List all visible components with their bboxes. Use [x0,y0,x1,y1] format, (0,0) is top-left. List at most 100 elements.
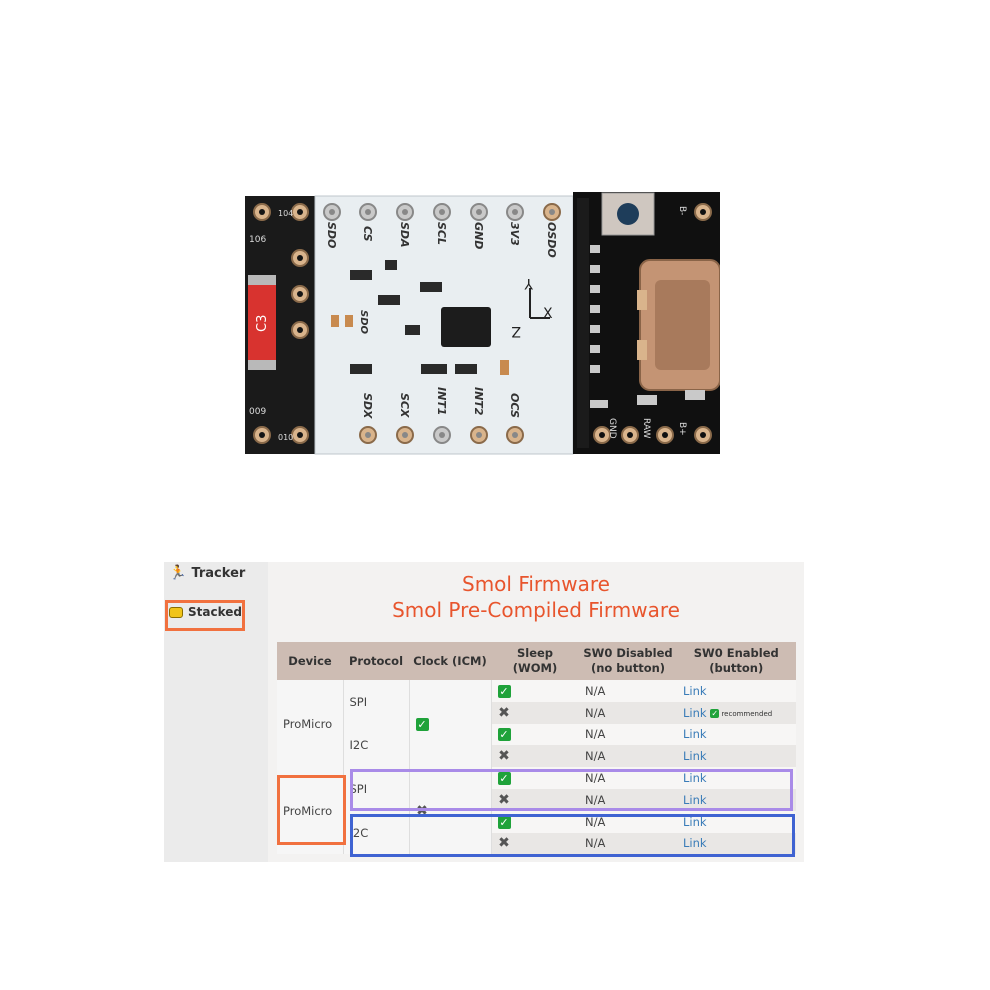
header-sw0-disabled: SW0 Disabled(no button) [579,642,677,680]
highlight-promicro-device [277,775,346,845]
right-label-bminus: B- [677,206,687,215]
axis-y-label: Y [524,275,534,291]
page-subtitle: Smol Pre-Compiled Firmware [392,598,680,622]
table-row: ✖ N/A Link ✓ recommended [277,701,796,724]
firmware-link[interactable]: Link [683,792,707,807]
check-icon: ✓ [497,772,511,786]
sw0-enabled-cell: Link [677,723,796,746]
sw0-disabled-cell: N/A [579,745,677,768]
sw0-disabled-cell: N/A [579,701,677,724]
pin-label-gnd: GND [472,222,485,249]
pin-label-sdx: SDX [361,393,374,419]
sw0-enabled-cell: Link [677,788,796,811]
sw0-disabled-cell: N/A [579,723,677,746]
header-sleep: Sleep (WOM) [491,642,579,680]
firmware-table: Device Protocol Clock (ICM) Sleep (WOM) … [277,642,796,855]
left-label-104: 104 [278,209,293,218]
protocol-cell: SPI [343,680,410,724]
clock-cell: ✓ [409,680,492,768]
firmware-link[interactable]: Link [683,705,707,720]
right-label-bplus: B+ [677,422,687,436]
sidebar-item-label: Tracker [191,565,246,581]
sw0-enabled-cell: Link [677,767,796,789]
cross-icon: ✖ [498,748,510,765]
table-row: ✖ N/A Link [277,832,796,855]
recommended-label: recommended [721,709,773,718]
highlight-stacked [165,600,245,631]
firmware-link[interactable]: Link [683,683,707,698]
sw0-disabled-cell: N/A [579,680,677,702]
table-row: ProMicro SPI ✓ ✓ N/A Link [277,680,796,768]
pin-label-int1: INT1 [435,387,448,415]
cross-icon: ✖ [498,791,510,808]
stacked-icon [169,606,183,618]
imu-chip [441,307,491,347]
wom-cell: ✓ [491,767,579,789]
sw0-disabled-cell: N/A [579,767,677,789]
wom-cell: ✖ [491,745,579,768]
header-clock: Clock (ICM) [409,642,491,680]
sw0-disabled-cell: N/A [579,788,677,811]
table-header-row: Device Protocol Clock (ICM) Sleep (WOM) … [277,642,796,680]
pin-label-cs: CS [361,226,374,242]
header-sw0-disabled-line1: SW0 Disabled [583,646,673,660]
pin-label-int2: INT2 [472,387,485,416]
sidebar-item-stacked[interactable]: Stacked [169,605,242,619]
axis-z-label: Z [511,323,521,339]
device-cell: ProMicro [277,767,344,855]
table-row: I2C ✓ N/A Link [277,810,796,855]
table-row: ✖ N/A Link [277,745,796,768]
wom-cell: ✖ [491,701,579,724]
pin-label-scx: SCX [398,393,411,418]
check-icon: ✓ [497,684,511,698]
pin-label-sdo: SDO [325,222,338,248]
sdo-small-label: SDO [358,310,369,335]
sw0-enabled-cell: Link ✓ recommended [677,701,796,724]
header-protocol: Protocol [343,642,409,680]
capacitor-label: C3 [255,315,270,332]
axis-x-label: X [543,306,553,322]
protocol-cell: I2C [343,810,410,855]
runner-icon: 🏃 [169,565,187,581]
header-sw0-enabled-line2: (button) [709,661,764,675]
check-icon: ✓ [710,708,720,718]
pin-label-ocs: OCS [508,393,521,418]
sw0-enabled-cell: Link [677,745,796,768]
sidebar: 🏃 Tracker Stacked [164,562,268,862]
sidebar-item-tracker[interactable]: 🏃 Tracker [169,565,245,581]
device-cell: ProMicro [277,680,344,768]
firmware-link[interactable]: Link [683,727,707,742]
right-label-gnd: GND [607,418,617,439]
check-icon: ✓ [497,815,511,829]
check-icon: ✓ [415,717,429,731]
left-label-106: 106 [249,235,266,245]
protocol-cell: SPI [343,767,410,811]
firmware-link[interactable]: Link [683,814,707,829]
wom-cell: ✖ [491,788,579,811]
sw0-enabled-cell: Link [677,680,796,702]
table-row: I2C ✓ N/A Link [277,723,796,768]
firmware-link[interactable]: Link [683,771,707,786]
left-label-010: 010 [278,433,293,442]
highlight-spi-rows [350,769,793,811]
pin-label-scl: SCL [435,222,448,245]
left-label-009: 009 [249,407,266,417]
sw0-disabled-cell: N/A [579,832,677,855]
header-device: Device [277,642,343,680]
pcb-board-photo: 106 104 009 010 C3 SDO CS SDA SCL GND 3V… [245,192,720,455]
pin-label-osdo: OSDO [545,222,558,258]
capacitor-c3 [248,275,276,370]
recommended-badge: ✓ recommended [710,708,773,718]
firmware-link[interactable]: Link [683,836,707,851]
table-row: ✖ N/A Link [277,788,796,811]
right-label-raw: RAW [641,418,651,439]
pin-label-3v3: 3V3 [508,222,521,246]
wom-cell: ✓ [491,680,579,702]
highlight-i2c-rows [350,814,795,857]
cross-icon: ✖ [498,704,510,721]
header-sw0-enabled-line1: SW0 Enabled [693,646,779,660]
pin-label-sda: SDA [398,222,411,248]
check-icon: ✓ [497,728,511,742]
firmware-link[interactable]: Link [683,749,707,764]
sidebar-item-label: Stacked [188,605,242,619]
